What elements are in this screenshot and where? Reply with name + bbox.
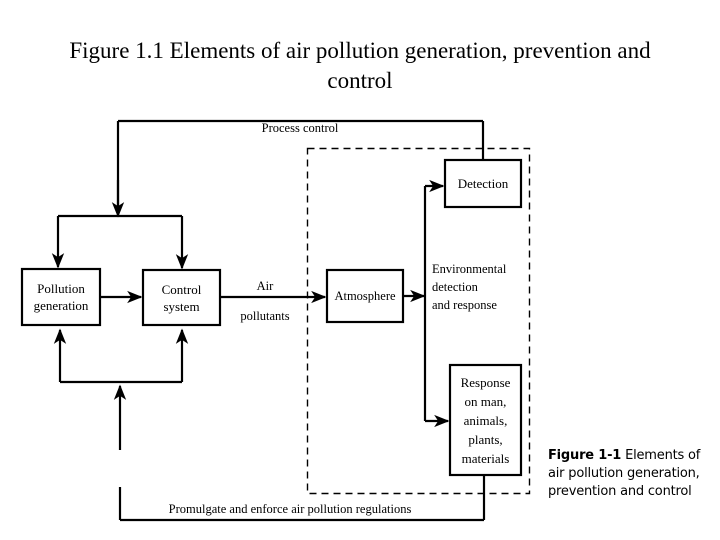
box-atmosphere xyxy=(325,268,405,324)
box-control-system xyxy=(141,268,222,327)
box-pollution-generation xyxy=(20,267,102,327)
book-figure-caption: Figure 1-1 Elements of air pollution gen… xyxy=(548,447,716,501)
caption-line1: Elements of air xyxy=(548,448,701,481)
caption-line2: pollution generation, xyxy=(568,466,700,481)
caption-figure-number: Figure 1-1 xyxy=(548,448,622,463)
box-detection xyxy=(443,158,523,209)
page-title: Figure 1.1 Elements of air pollution gen… xyxy=(69,38,651,93)
box-response xyxy=(448,363,523,477)
dashed-group-box xyxy=(306,147,531,495)
caption-line3: prevention and control xyxy=(548,484,692,499)
